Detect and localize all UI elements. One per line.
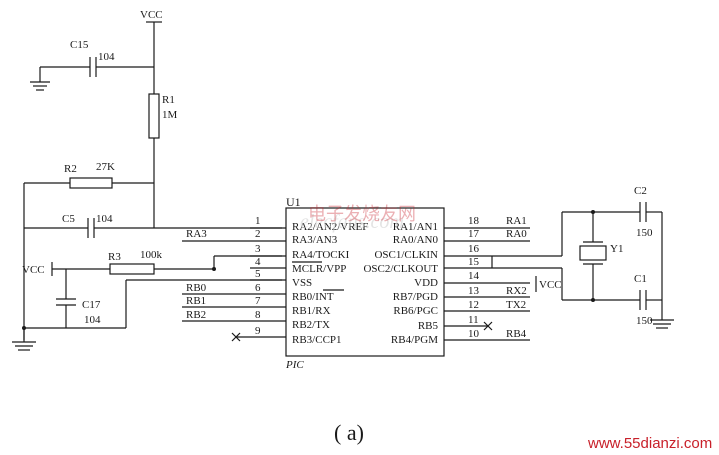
r3-value: 100k xyxy=(140,249,163,261)
net-rb2: RB2 xyxy=(186,309,206,321)
pin-18-num: 18 xyxy=(468,215,480,227)
net-ra0: RA0 xyxy=(506,228,527,240)
pin-14-num: 14 xyxy=(468,270,480,282)
watermark-site: www.55dianzi.com xyxy=(587,435,712,452)
net-rb0: RB0 xyxy=(186,282,207,294)
net-tx2: TX2 xyxy=(506,299,526,311)
net-rx2: RX2 xyxy=(506,285,527,297)
c2-name: C2 xyxy=(634,185,647,197)
resistor-r2 xyxy=(23,177,154,340)
vcc-top-label: VCC xyxy=(140,9,163,21)
pin-6-name: RB0/INT xyxy=(292,291,334,303)
net-rb1: RB1 xyxy=(186,295,206,307)
u1-name: U1 xyxy=(286,195,301,209)
c1-value: 150 xyxy=(636,315,653,327)
net-ra1: RA1 xyxy=(506,215,527,227)
pin-8-num: 8 xyxy=(255,309,261,321)
y1-name: Y1 xyxy=(610,243,623,255)
left-pin-lines xyxy=(182,227,286,342)
vcc-left-label: VCC xyxy=(22,264,45,276)
c15-value: 104 xyxy=(98,51,115,63)
pin-16-num: 16 xyxy=(468,243,480,255)
r3-name: R3 xyxy=(108,251,121,263)
pin-3-num: 3 xyxy=(255,243,261,255)
c17-name: C17 xyxy=(82,299,101,311)
r2-name: R2 xyxy=(64,163,77,175)
crystal-y1 xyxy=(491,210,640,302)
ground-symbol-left xyxy=(12,326,36,351)
c15-name: C15 xyxy=(70,39,89,51)
r1-name: R1 xyxy=(162,94,175,106)
pin-17-name: RA0/AN0 xyxy=(393,234,439,246)
pin-2-name: RA3/AN3 xyxy=(292,234,338,246)
pin-4-num: 4 xyxy=(255,256,261,268)
c1-name: C1 xyxy=(634,273,647,285)
vcc-right-label: VCC xyxy=(539,279,562,291)
u1-type: PIC xyxy=(285,359,304,371)
pin-18-name: RA1/AN1 xyxy=(393,221,438,233)
c5-value: 104 xyxy=(96,213,113,225)
capacitor-c17 xyxy=(24,269,282,329)
pin-2-num: 2 xyxy=(255,228,261,240)
vcc-top-rail xyxy=(146,21,162,94)
pin-7-num: 7 xyxy=(255,295,261,307)
pin-17-num: 17 xyxy=(468,228,480,240)
pin-1-num: 1 xyxy=(255,215,261,227)
figure-caption: ( a) xyxy=(334,420,364,445)
pin-11-num: 11 xyxy=(468,314,479,326)
right-pin-lines xyxy=(444,227,530,341)
c17-value: 104 xyxy=(84,314,101,326)
r2-value: 27K xyxy=(96,161,115,173)
vcc-left-rail xyxy=(51,262,110,276)
pin-5-num: 5 xyxy=(255,268,261,280)
capacitor-c15 xyxy=(30,57,154,91)
pin-1-name: RA2/AN2/VREF xyxy=(292,221,368,233)
pin-13-num: 13 xyxy=(468,285,480,297)
c5-name: C5 xyxy=(62,213,75,225)
pin-15-num: 15 xyxy=(468,256,480,268)
pin-6-num: 6 xyxy=(255,282,261,294)
pin-14-name: VDD xyxy=(414,277,438,289)
pin-13-name: RB7/PGD xyxy=(393,291,438,303)
pin-16-name: OSC1/CLKIN xyxy=(374,249,438,261)
net-ra3: RA3 xyxy=(186,228,207,240)
watermark-center-latin: elecfans.com xyxy=(300,211,404,233)
resistor-r1 xyxy=(148,93,160,228)
pin-10-num: 10 xyxy=(468,328,480,340)
pin-9-name: RB3/CCP1 xyxy=(292,334,342,346)
watermark-center-logo: 电子发烧友网 xyxy=(308,204,416,224)
chip-u1-body xyxy=(285,207,445,357)
pin-5-name: VSS xyxy=(292,277,312,289)
r1-value: 1M xyxy=(162,109,178,121)
pin-15-name: OSC2/CLKOUT xyxy=(363,263,438,275)
capacitor-c1 xyxy=(639,290,662,310)
c2-value: 150 xyxy=(636,227,653,239)
net-rb4: RB4 xyxy=(506,328,527,340)
pin-4-name: MCLR/VPP xyxy=(292,263,346,275)
pin-12-num: 12 xyxy=(468,299,479,311)
pin-12-name: RB6/PGC xyxy=(393,305,438,317)
capacitor-c2 xyxy=(639,202,663,320)
pin-9-num: 9 xyxy=(255,325,261,337)
pin-7-name: RB1/RX xyxy=(292,305,331,317)
ground-symbol-right xyxy=(650,319,674,329)
pin-8-name: RB2/TX xyxy=(292,319,330,331)
pin-10-name: RB4/PGM xyxy=(391,334,438,346)
pin-3-name: RA4/TOCKI xyxy=(292,249,350,261)
pin-11-name: RB5 xyxy=(418,320,439,332)
